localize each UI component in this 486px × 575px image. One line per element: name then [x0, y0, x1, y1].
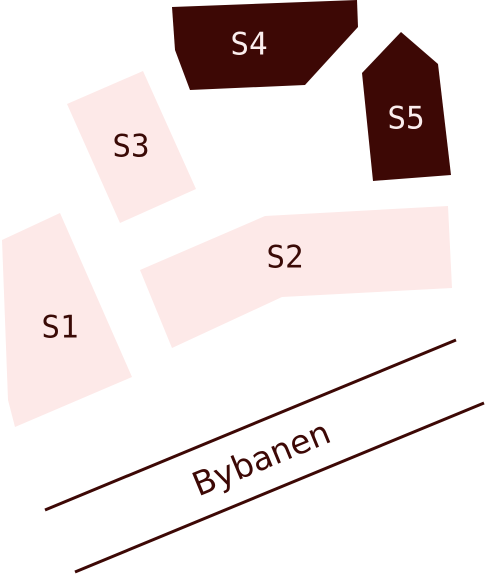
railway-track-lower — [74, 401, 485, 574]
plot-s3[interactable]: S3 — [67, 71, 196, 223]
plot-s3-label: S3 — [112, 129, 149, 165]
plot-s5-label: S5 — [387, 101, 424, 137]
plot-s3-area — [67, 71, 196, 223]
plot-s1-label: S1 — [41, 310, 78, 346]
plot-s1-area — [2, 213, 132, 427]
plot-s4-area — [172, 0, 358, 90]
plot-s5-area — [362, 32, 451, 181]
railway-label: Bybanen — [187, 412, 336, 504]
plot-s4[interactable]: S4 — [172, 0, 358, 90]
plot-s1[interactable]: S1 — [2, 213, 132, 427]
plot-s2[interactable]: S2 — [140, 206, 452, 348]
plot-s4-label: S4 — [230, 27, 267, 63]
railway-track-upper — [44, 338, 457, 512]
plot-s2-area — [140, 206, 452, 348]
plot-s2-label: S2 — [266, 240, 303, 276]
plot-s5[interactable]: S5 — [362, 32, 451, 181]
